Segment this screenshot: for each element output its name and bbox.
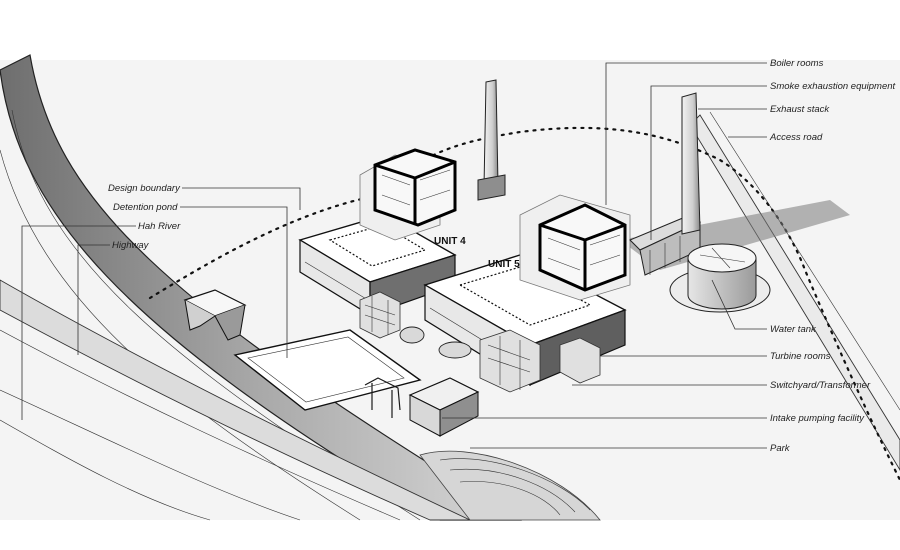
park-area xyxy=(419,450,601,521)
callout-hah-river: Hah River xyxy=(21,221,181,420)
switchyard-transformer xyxy=(359,291,601,393)
water-tank-structure xyxy=(669,243,771,313)
callout-smoke-exhaustion: Smoke exhaustion equipment xyxy=(650,81,896,240)
label-switchyard: Switchyard/Transformer xyxy=(770,380,871,391)
intake-pumping-building xyxy=(364,377,480,437)
highway-road xyxy=(0,279,471,521)
callout-design-boundary: Design boundary xyxy=(108,183,301,210)
label-water-tank: Water tank xyxy=(770,324,817,335)
callout-detention-pond: Detention pond xyxy=(113,202,288,358)
callout-intake-pumping: Intake pumping facility xyxy=(442,413,865,424)
callout-access-road: Access road xyxy=(728,132,823,143)
label-detention-pond: Detention pond xyxy=(113,202,178,213)
callout-switchyard: Switchyard/Transformer xyxy=(572,380,871,391)
label-intake-pumping: Intake pumping facility xyxy=(770,413,865,424)
callout-water-tank: Water tank xyxy=(711,279,817,335)
callout-highway: Highway xyxy=(77,240,150,355)
label-access-road: Access road xyxy=(769,132,823,143)
callout-park: Park xyxy=(470,443,791,454)
callout-exhaust-stack: Exhaust stack xyxy=(698,104,830,115)
unit5-label: UNIT 5 xyxy=(488,259,520,270)
label-hah-river: Hah River xyxy=(138,221,181,232)
unit4-exhaust-stack xyxy=(477,79,506,201)
unit4-label: UNIT 4 xyxy=(434,236,466,247)
design-boundary-line xyxy=(148,126,900,482)
callout-boiler-rooms: Boiler rooms xyxy=(605,58,824,205)
unit5-exhaust-stack xyxy=(681,92,701,235)
label-boiler-rooms: Boiler rooms xyxy=(770,58,824,69)
label-design-boundary: Design boundary xyxy=(108,183,181,194)
unit4-boiler xyxy=(359,148,457,241)
label-exhaust-stack: Exhaust stack xyxy=(770,104,830,115)
label-park: Park xyxy=(770,443,791,454)
label-smoke-exhaustion: Smoke exhaustion equipment xyxy=(770,81,896,92)
label-highway: Highway xyxy=(112,240,150,251)
callout-turbine-rooms: Turbine rooms xyxy=(600,351,831,362)
gate-building xyxy=(183,289,247,341)
label-turbine-rooms: Turbine rooms xyxy=(770,351,831,362)
unit5-boiler xyxy=(519,194,631,301)
detention-pond xyxy=(233,329,422,411)
